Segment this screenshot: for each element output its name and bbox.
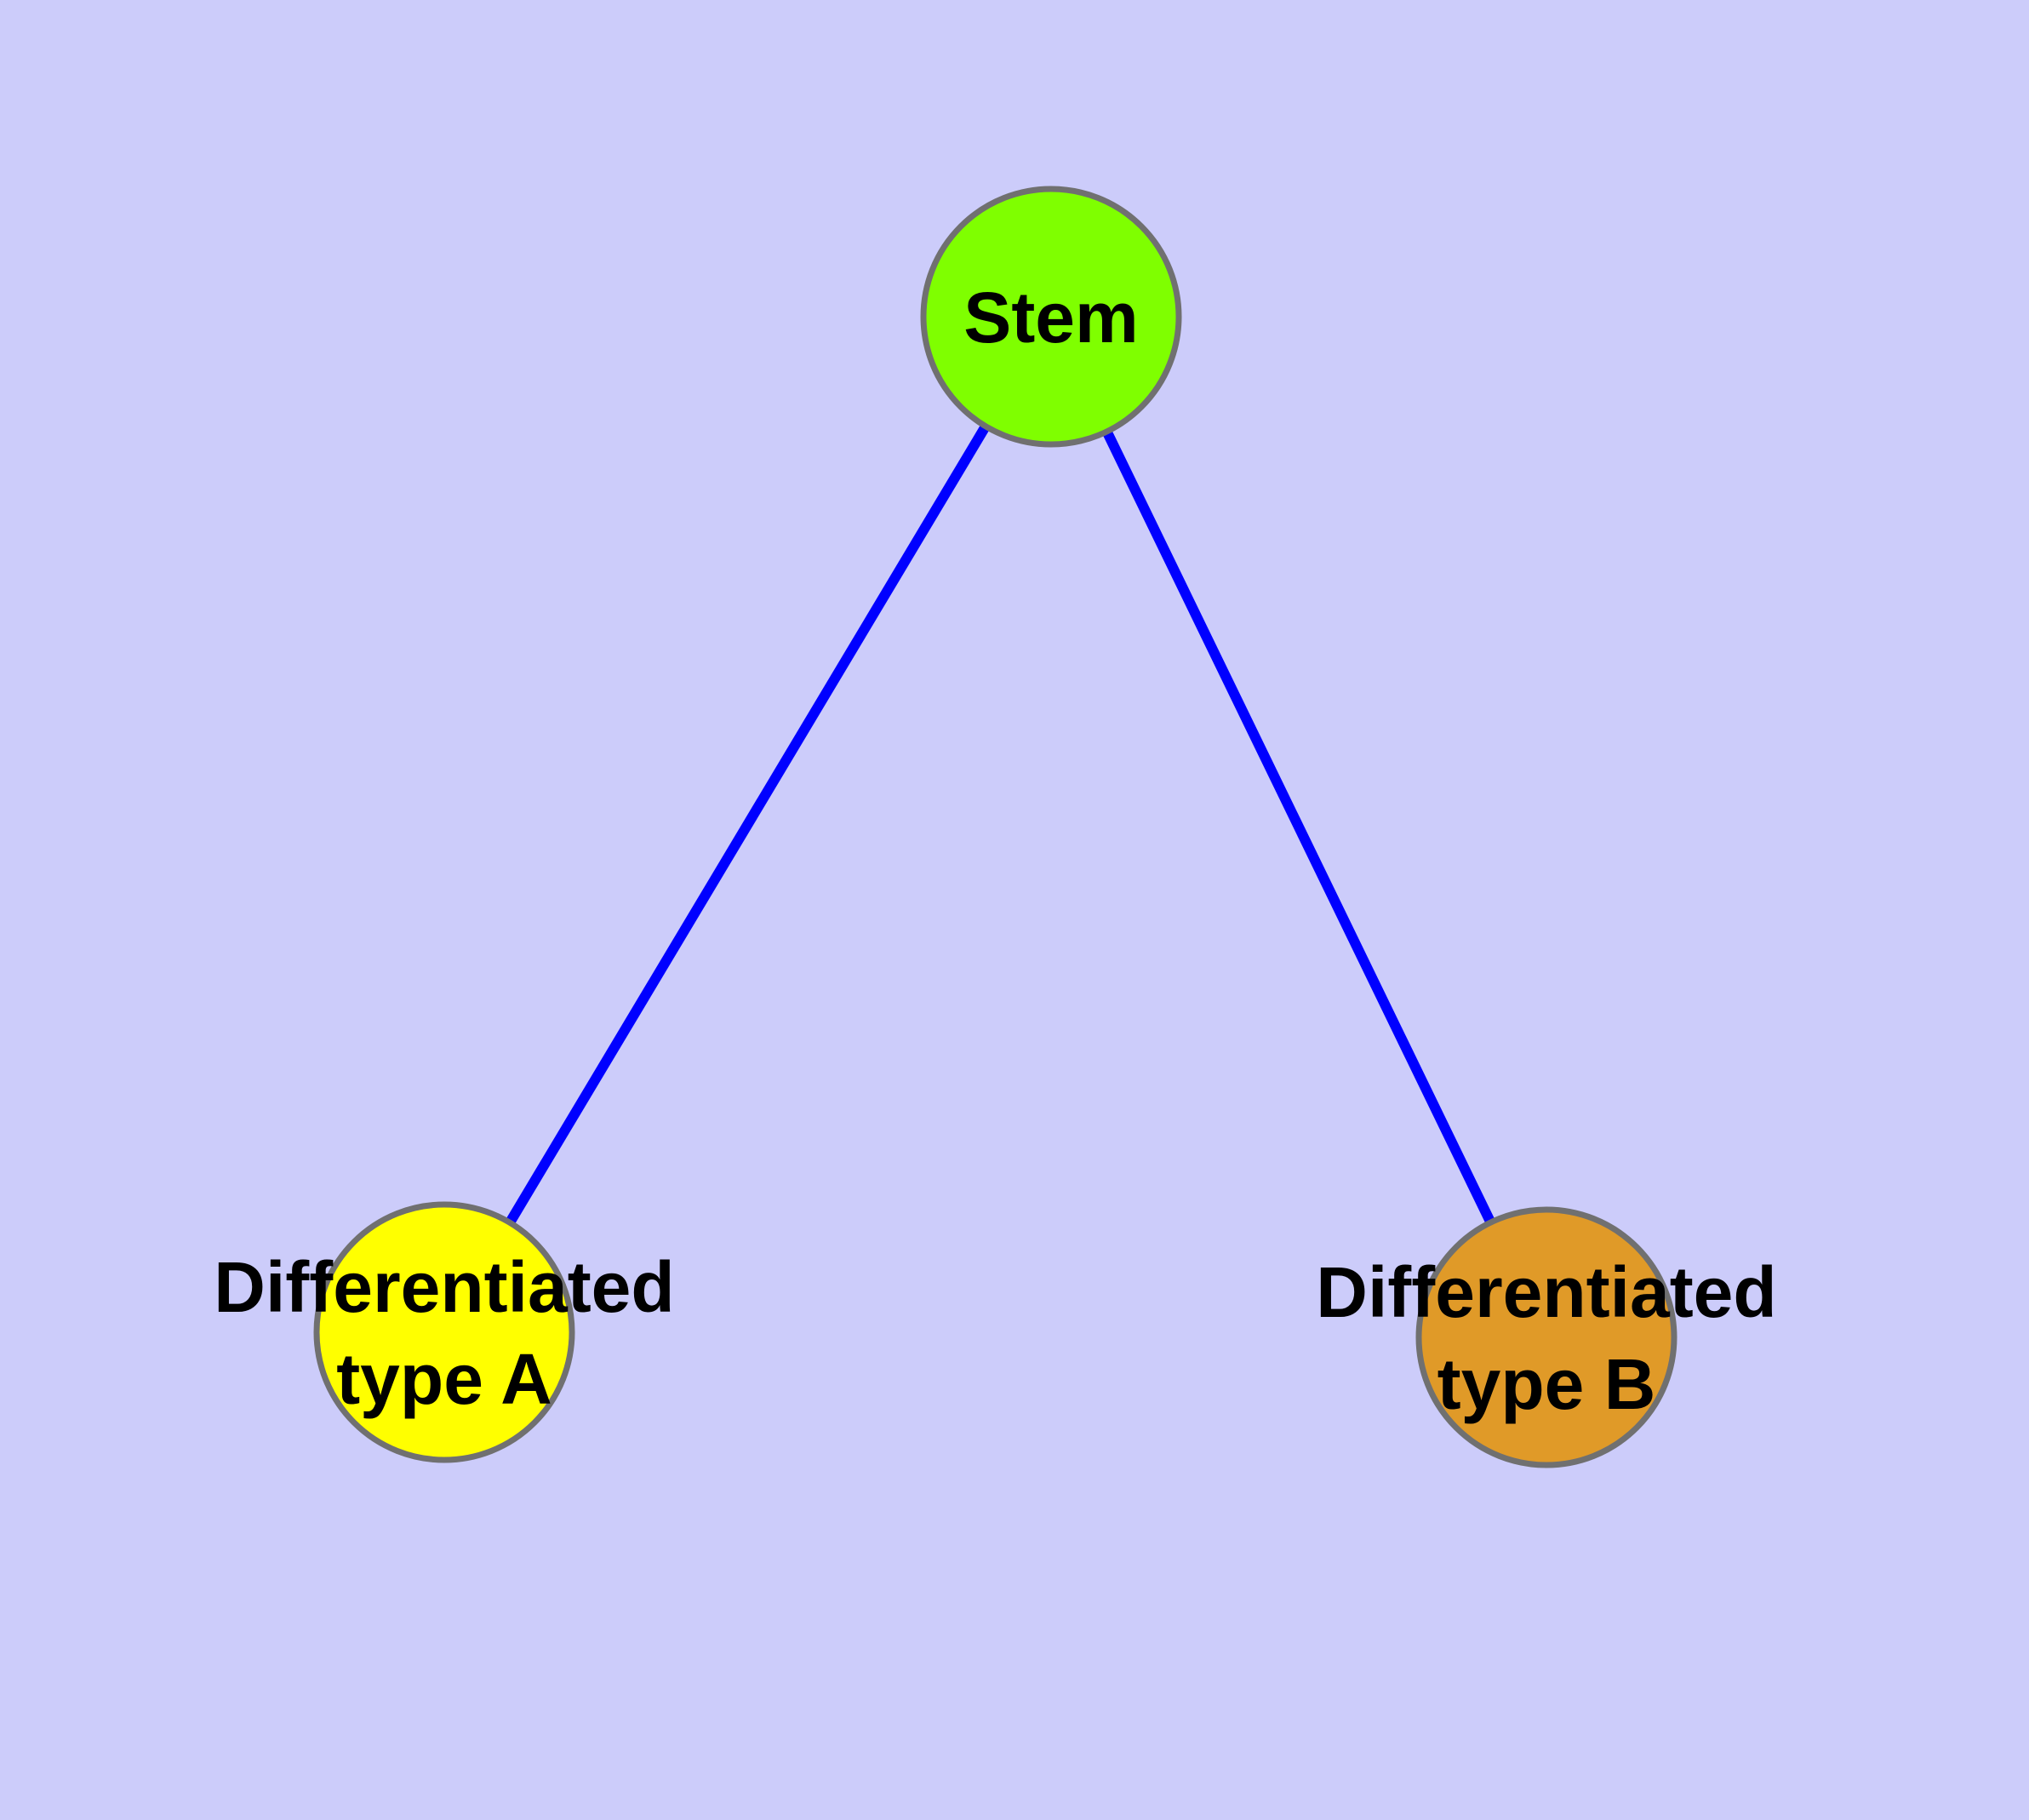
node-label-diff_b: Differentiated type B: [1316, 1252, 1776, 1424]
edges-layer: [505, 423, 1495, 1226]
node-label-stem: Stem: [963, 278, 1138, 358]
node-label-line: type A: [336, 1339, 552, 1419]
node-diff_b[interactable]: Differentiated type B: [1316, 1206, 1777, 1468]
node-label-diff_a: Differentiated type A: [214, 1247, 674, 1419]
node-circle-stem[interactable]: [920, 186, 1182, 448]
node-diff_a[interactable]: Differentiated type A: [214, 1201, 675, 1463]
node-circle-diff_a[interactable]: [313, 1201, 575, 1463]
node-stem[interactable]: Stem: [920, 186, 1182, 448]
node-label-line: Stem: [963, 278, 1138, 358]
node-label-line: Differentiated: [1316, 1252, 1776, 1332]
edge-stem-to-diff_b: [1102, 429, 1495, 1225]
edge-stem-to-diff_a: [505, 423, 991, 1226]
node-label-line: Differentiated: [214, 1247, 674, 1327]
node-label-line: type B: [1437, 1344, 1656, 1424]
node-circle-diff_b[interactable]: [1415, 1206, 1677, 1468]
